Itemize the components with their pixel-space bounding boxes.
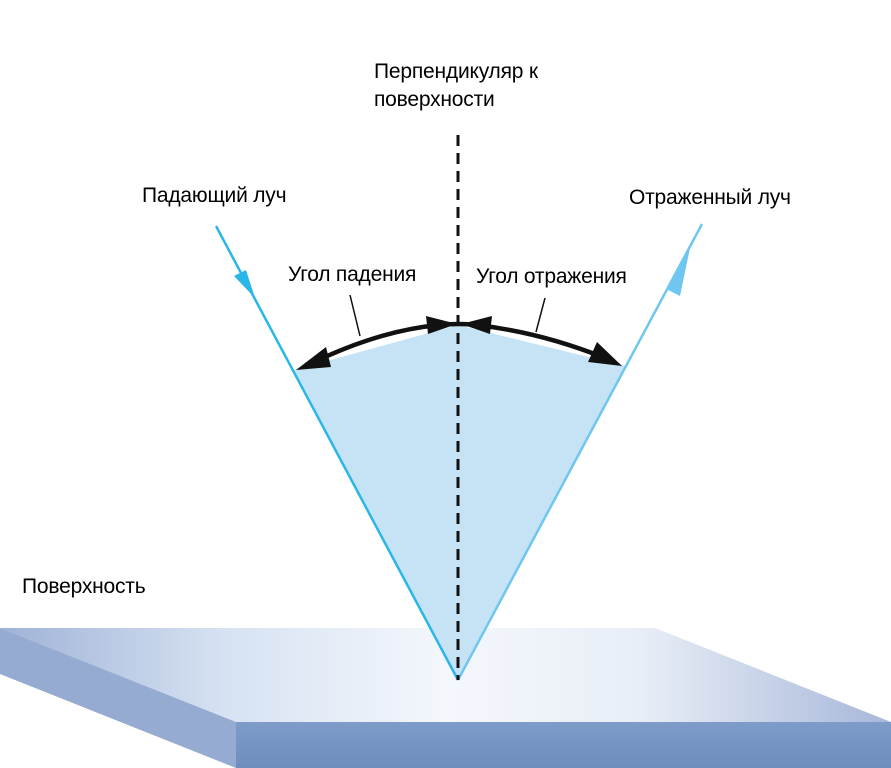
normal-label: Перпендикуляр к поверхности (374, 58, 538, 114)
angle-of-incidence-label: Угол падения (288, 263, 417, 286)
surface-slab (0, 628, 891, 768)
reflected-ray-label: Отраженный луч (629, 186, 791, 209)
arc-arrow-left (296, 347, 331, 370)
reflected-ray (456, 223, 704, 681)
leader-angle-in (349, 294, 361, 337)
incident-ray (214, 225, 460, 681)
surface-top-face (0, 628, 891, 722)
leader-angle-out (535, 297, 546, 333)
surface-label: Поверхность (22, 575, 146, 598)
normal-label-line2: поверхности (374, 88, 495, 111)
normal-label-line1: Перпендикуляр к (374, 60, 538, 83)
arc-arrow-center-right (461, 316, 492, 334)
incident-ray-label: Падающий луч (142, 184, 287, 207)
surface-front-face (236, 722, 891, 768)
reflected-arrow-head (668, 248, 690, 296)
arc-arrow-center-left (426, 316, 457, 334)
angle-arc (296, 316, 622, 370)
angle-of-reflection-label: Угол отражения (476, 265, 627, 288)
incident-arrow-head (234, 270, 255, 298)
arc-arrow-right (588, 342, 622, 366)
surface-left-side (0, 628, 236, 768)
